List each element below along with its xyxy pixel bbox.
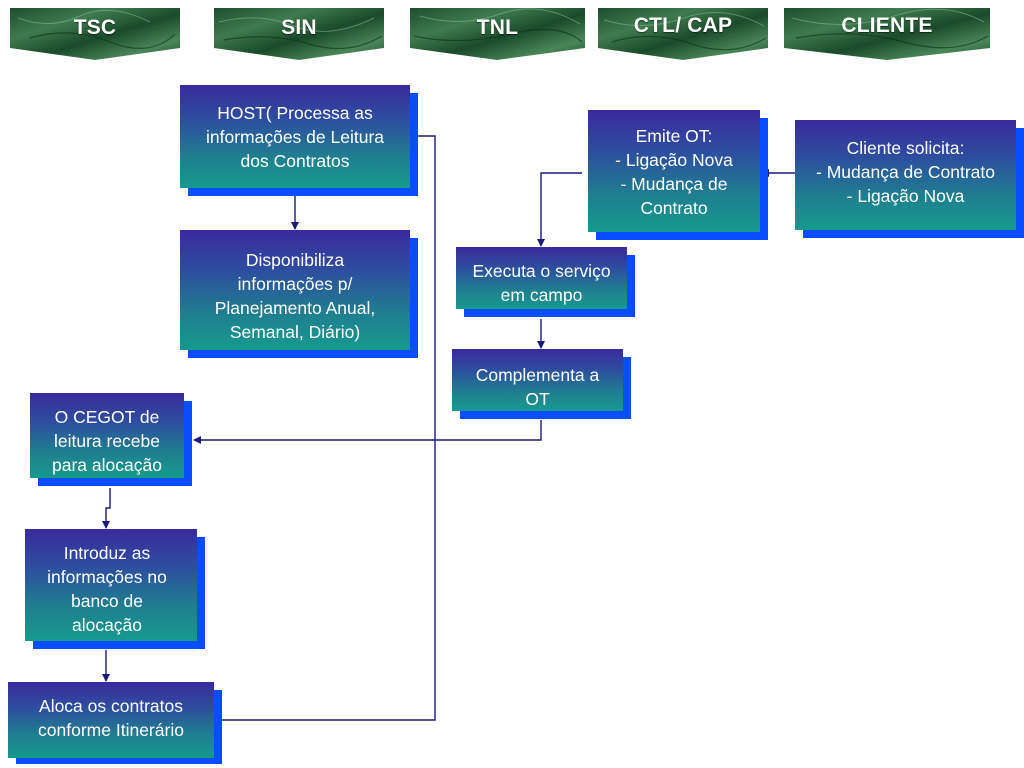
process-cliente-solicita: Cliente solicita: - Mudança de Contrato … (795, 120, 1024, 238)
box-face (452, 349, 623, 411)
lane-title-cliente: CLIENTE (841, 14, 933, 37)
lane-header-sin: SIN (214, 8, 384, 60)
process-aloca: Aloca os contratos conforme Itinerário (8, 682, 222, 764)
box-face (8, 682, 214, 758)
connector-complementa-to-cegot (193, 420, 542, 444)
process-disponibiliza: Disponibiliza informações p/ Planejament… (180, 230, 418, 358)
lane-title-sin: SIN (281, 16, 317, 39)
lane-header-tsc: TSC (10, 8, 180, 60)
process-complementa: Complementa a OT (452, 349, 631, 419)
box-face (795, 120, 1016, 230)
process-cegot: O CEGOT de leitura recebe para alocação (30, 393, 192, 486)
process-host: HOST( Processa as informações de Leitura… (180, 85, 418, 196)
lane-title-tsc: TSC (73, 16, 117, 39)
lane-header-cliente: CLIENTE (784, 8, 990, 60)
process-executa-text: Executa o serviço em campo (472, 261, 611, 305)
lane-header-ctl-cap: CTL/ CAP (598, 8, 768, 60)
process-host-text: HOST( Processa as informações de Leitura… (205, 103, 385, 171)
banner-shape (598, 8, 768, 60)
process-cliente-solicita-text: Cliente solicita: - Mudança de Contrato … (816, 138, 995, 206)
box-face (30, 393, 184, 478)
process-aloca-text: Aloca os contratos conforme Itinerário (38, 696, 184, 740)
connector-emite-to-executa (537, 172, 582, 247)
banner-shape (214, 8, 384, 60)
process-introduz: Introduz as informações no banco de aloc… (25, 529, 205, 649)
lane-title-ctl-cap: CTL/ CAP (633, 14, 733, 37)
box-face (588, 110, 760, 232)
banner-shape (410, 8, 585, 60)
box-face (180, 230, 410, 350)
banner-shape (784, 8, 990, 60)
process-emite-ot-text: Emite OT: - Ligação Nova - Mudança de Co… (615, 126, 733, 218)
banner-shape (10, 8, 180, 60)
connector-host-to-aloca (214, 135, 436, 721)
process-complementa-text: Complementa a OT (475, 365, 600, 409)
process-executa: Executa o serviço em campo (456, 247, 635, 317)
lane-header-tnl: TNL (410, 8, 585, 60)
box-face (25, 529, 197, 641)
connector-cegot-to-introduz (102, 488, 111, 529)
process-introduz-text: Introduz as informações no banco de aloc… (47, 543, 167, 635)
process-disponibiliza-text: Disponibiliza informações p/ Planejament… (214, 250, 376, 342)
box-face (456, 247, 627, 309)
lane-title-tnl: TNL (476, 16, 519, 39)
process-cegot-text: O CEGOT de leitura recebe para alocação (52, 407, 162, 475)
process-emite-ot: Emite OT: - Ligação Nova - Mudança de Co… (588, 110, 768, 240)
box-face (180, 85, 410, 188)
